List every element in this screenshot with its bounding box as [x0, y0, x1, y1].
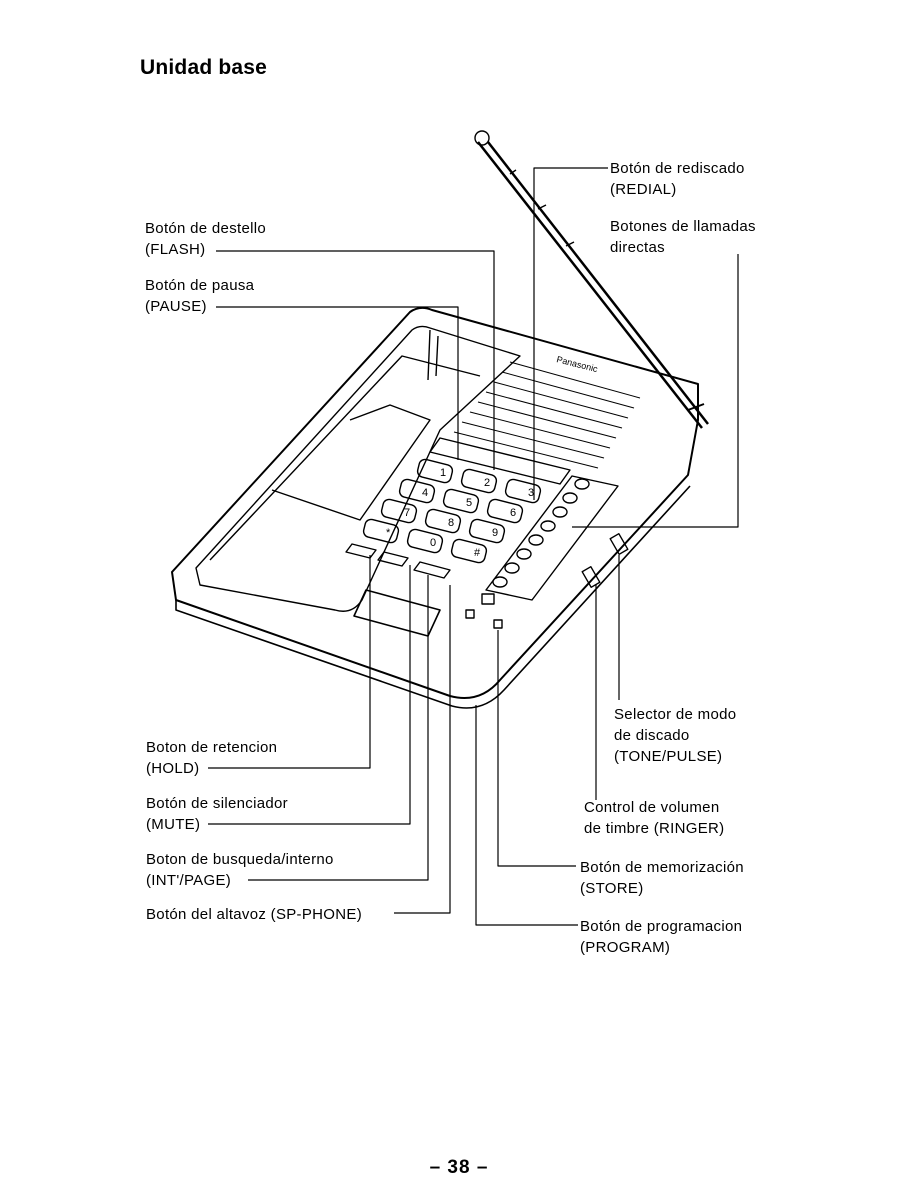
keypad-key-label: 9 — [492, 527, 498, 539]
label-hold: Boton de retencion (HOLD) — [146, 739, 278, 777]
keypad-key-label: 8 — [448, 517, 454, 529]
phone-body: Panasonic 1 2 3 4 5 6 7 8 9 * 0 # — [171, 306, 699, 709]
leader-lines — [208, 167, 739, 926]
label-int-page: Boton de busqueda/interno (INT'/PAGE) — [146, 851, 334, 889]
keypad-key-label: 0 — [430, 537, 436, 549]
label-sp-phone: Botón del altavoz (SP-PHONE) — [146, 906, 362, 923]
keypad-key-label: # — [474, 547, 481, 559]
keypad-key-label: 3 — [528, 487, 534, 499]
label-pause: Botón de pausa (PAUSE) — [145, 277, 255, 315]
label-mute: Botón de silenciador (MUTE) — [146, 795, 288, 833]
direct-call-buttons — [481, 475, 619, 605]
page-title: Unidad base — [140, 56, 268, 79]
label-ringer: Control de volumen de timbre (RINGER) — [584, 799, 725, 837]
keypad: 1 2 3 4 5 6 7 8 9 * 0 # — [362, 458, 542, 564]
label-store: Botón de memorización (STORE) — [580, 859, 744, 897]
label-redial: Botón de rediscado (REDIAL) — [610, 160, 745, 198]
label-tone-pulse: Selector de modo de discado (TONE/PULSE) — [614, 706, 737, 765]
keypad-key-label: * — [386, 527, 391, 539]
keypad-key-label: 2 — [484, 477, 490, 489]
keypad-key-label: 7 — [404, 507, 410, 519]
keypad-key-label: 1 — [440, 467, 446, 479]
page-number: – 38 – — [429, 1157, 489, 1178]
keypad-key-label: 4 — [422, 487, 428, 499]
label-program: Botón de programacion (PROGRAM) — [580, 918, 743, 956]
keypad-key-label: 5 — [466, 497, 472, 509]
label-flash: Botón de destello (FLASH) — [145, 220, 267, 258]
label-direct-call: Botones de llamadas directas — [610, 218, 756, 256]
keypad-key-label: 6 — [510, 507, 516, 519]
brand-logo: Panasonic — [556, 354, 600, 374]
